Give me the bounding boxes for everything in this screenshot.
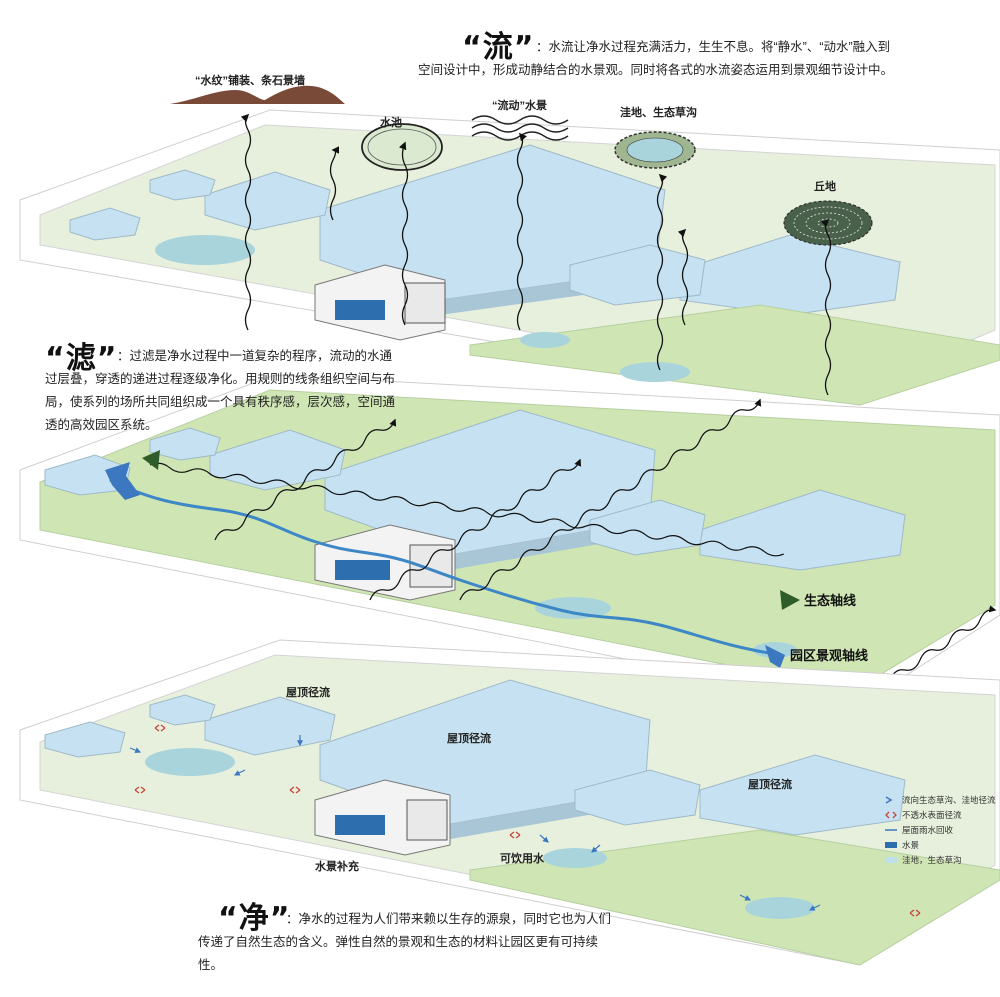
building-roof [204,171,331,231]
roof-runoff-label-1: 屋顶径流 [286,687,330,699]
eco-axis-line [149,462,785,557]
legend-item: 流向生态草沟、洼地径流 [884,794,996,806]
pond [535,597,611,619]
roof-runoff-label-2: 屋顶径流 [447,733,491,745]
section-lv-text: ：过滤是净水过程中一道复杂的程序，流动的水通过层叠，穿透的递进过程逐级净化。用规… [45,349,396,432]
impervious-runoff [134,724,921,917]
building-roof [149,169,216,201]
building-roof [679,234,901,316]
red-arrows-icon [884,811,898,819]
landscape-axis-arrow-start [105,462,140,500]
roof-runoff-label-3: 屋顶径流 [748,779,792,791]
water-supply-label: 水景补充 [315,861,359,873]
legend: 流向生态草沟、洼地径流 不透水表面径流 屋面雨水回收 水景 洼地，生态草沟 [884,794,1000,886]
dark-blue-box-icon [884,841,898,849]
landscape-axis-water [109,478,781,657]
eco-axis-label: 生态轴线 [804,593,857,608]
legend-item: 屋面雨水回收 [884,824,953,836]
building-roof [149,694,216,726]
pond [145,748,235,776]
pool-callout-ring [361,123,443,171]
building-roof [589,499,706,556]
mound-callout [783,200,873,246]
callout-swale: 洼地、生态草沟 [620,107,697,119]
section-jing-title: “净” [218,901,291,936]
blue-arrow-icon [884,796,898,804]
callout-mound: 丘地 [814,181,836,193]
callout-paving: “水纹”铺装、条石景墙 [195,75,305,87]
light-blue-box-icon [884,856,898,864]
building-roof [699,489,906,571]
callout-pool: 水池 [380,117,402,129]
building-roof [149,427,221,461]
callout-flowing-water: “流动”水景 [492,100,547,112]
drinkable-water-label: 可饮用水 [500,853,544,865]
pond [155,235,255,265]
section-liu-title: “流” [462,30,535,65]
legend-item: 洼地，生态草沟 [884,854,962,866]
legend-item: 不透水表面径流 [884,809,962,821]
hills-icon [170,85,345,104]
squiggle-arrows [240,113,832,396]
landscape-axis-arrow-end [765,645,785,668]
layer-lv [19,374,1000,706]
eco-axis-arrow-end [780,590,800,610]
pond [543,848,607,868]
building-roof [69,207,141,241]
building-roof [569,244,706,306]
landscape-axis-label: 园区景观轴线 [790,648,869,663]
section-lv-title: “滤” [45,341,118,376]
section-liu-text: ：水流让净水过程充满活力，生生不息。将“静水”、“动水”融入到空间设计中，形成动… [418,40,894,77]
building-roof [44,721,126,758]
legend-item: 水景 [884,839,919,851]
pond [620,362,690,382]
layer-liu [19,85,1000,406]
blue-line-icon [884,826,898,834]
section-jing-text: ：净水的过程为人们带来赖以生存的源泉，同时它也为人们传递了自然生态的含义。弹性自… [198,912,612,972]
eco-axis-arrow-start [142,450,160,470]
layer-jing [19,639,1000,966]
runoff-arrows [129,735,821,911]
building-roof [699,754,906,836]
building-roof [574,769,701,826]
pond [520,332,570,348]
building-roof [209,429,346,491]
pond [745,897,815,919]
